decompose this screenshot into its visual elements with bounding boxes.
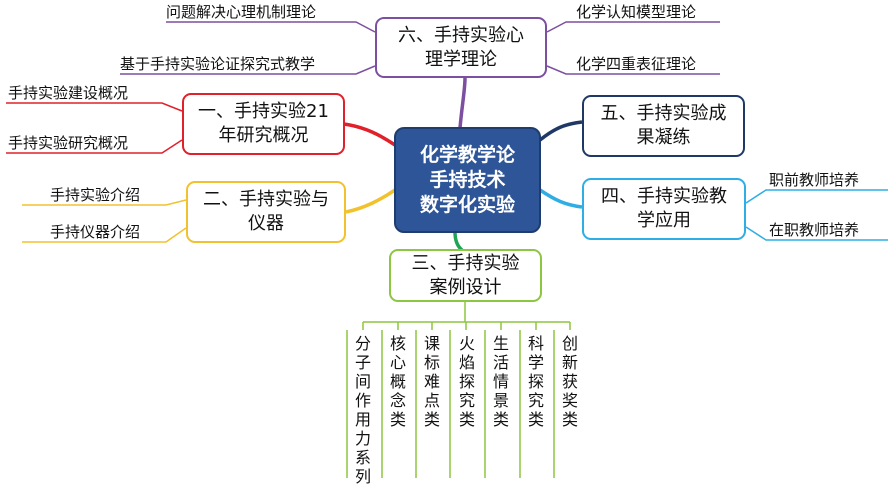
connector-central-b4 (539, 188, 583, 209)
connector-central-b3 (453, 231, 464, 252)
b6-leaf-cognitive-model[interactable]: 化学认知模型理论 (576, 3, 697, 21)
connector-b6-right-bottom (546, 65, 720, 75)
connector-central-b5 (538, 120, 583, 142)
b3-leaf-life-scenarios[interactable]: 生活情景类 (492, 334, 509, 429)
b6-leaf-problem-solving[interactable]: 问题解决心理机制理论 (166, 3, 317, 21)
connector-b4-bottom (745, 226, 888, 241)
branch-4-node[interactable]: 四、手持实验教 学应用 (582, 178, 746, 240)
b2-leaf-experiment-intro[interactable]: 手持实验介绍 (50, 186, 141, 204)
connector-b2-bottom (22, 227, 187, 243)
b3-leaf-curriculum-difficulties[interactable]: 课标难点类 (423, 334, 440, 429)
branch-3-node[interactable]: 三、手持实验 案例设计 (389, 249, 542, 302)
connector-b2-top (22, 199, 187, 206)
b6-leaf-quadruple-representation[interactable]: 化学四重表征理论 (576, 55, 697, 73)
connector-b6-right-top (546, 21, 720, 33)
branch-1-node[interactable]: 一、手持实验21 年研究概况 (182, 93, 345, 155)
connector-central-b2 (345, 188, 396, 214)
branch-6-node[interactable]: 六、手持实验心 理学理论 (375, 17, 547, 78)
connector-b6-left-top (166, 21, 376, 33)
b3-leaf-flame-inquiry[interactable]: 火焰探究类 (458, 334, 475, 429)
b1-leaf-construction[interactable]: 手持实验建设概况 (8, 84, 129, 102)
central-topic[interactable]: 化学教学论 手持技术 数字化实验 (394, 127, 541, 233)
connector-central-b6 (458, 77, 467, 129)
connector-b4-top (745, 189, 888, 204)
connector-central-b1 (343, 122, 396, 147)
b6-leaf-argumentation-teaching[interactable]: 基于手持实验论证探究式教学 (120, 55, 316, 73)
connector-b6-left-bottom (120, 65, 376, 75)
b3-leaf-intermolecular[interactable]: 分子间作用力系列 (354, 334, 371, 486)
connector-b1-bottom (6, 139, 183, 154)
b4-leaf-inservice[interactable]: 在职教师培养 (769, 221, 860, 239)
b3-leaf-scientific-inquiry[interactable]: 科学探究类 (527, 334, 544, 429)
b1-leaf-research[interactable]: 手持实验研究概况 (8, 134, 129, 152)
b2-leaf-instrument-intro[interactable]: 手持仪器介绍 (50, 223, 141, 241)
branch-2-node[interactable]: 二、手持实验与 仪器 (186, 181, 346, 243)
b3-leaf-award-winning[interactable]: 创新获奖类 (561, 334, 578, 429)
connector-b1-top (6, 102, 183, 112)
branch-5-node[interactable]: 五、手持实验成 果凝练 (582, 95, 745, 157)
b4-leaf-preservice[interactable]: 职前教师培养 (769, 171, 860, 189)
b3-leaf-core-concepts[interactable]: 核心概念类 (389, 334, 406, 429)
